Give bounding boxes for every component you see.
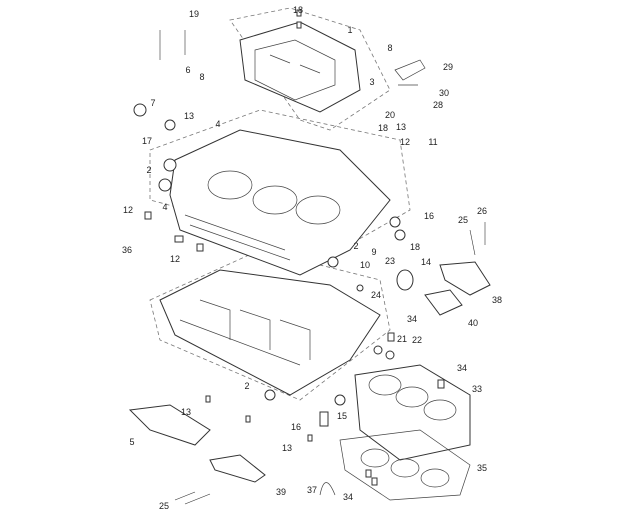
callout-labels: 19 18 1 8 6 8 3 29 30 28 7 13 20 4 18 13…: [122, 5, 502, 511]
callout: 4: [215, 119, 220, 129]
bracket-5: [128, 404, 211, 446]
callout: 24: [371, 290, 381, 300]
callout: 13: [396, 122, 406, 132]
callout: 36: [122, 245, 132, 255]
callout: 21: [397, 334, 407, 344]
callout: 29: [443, 62, 453, 72]
cylinder-block: [354, 364, 471, 461]
callout: 19: [189, 9, 199, 19]
callout: 28: [433, 100, 443, 110]
callout: 7: [150, 98, 155, 108]
lower-crankcase: [159, 269, 381, 396]
callout: 40: [468, 318, 478, 328]
callout: 16: [291, 422, 301, 432]
upper-crankcase: [169, 129, 391, 276]
callout: 13: [181, 407, 191, 417]
callout: 8: [199, 72, 204, 82]
callout: 5: [129, 437, 134, 447]
callout: 13: [184, 111, 194, 121]
callout: 1: [347, 25, 352, 35]
callout: 30: [439, 88, 449, 98]
callout: 2: [244, 381, 249, 391]
callout: 34: [343, 492, 353, 502]
callout: 11: [428, 137, 437, 147]
callout: 39: [276, 487, 286, 497]
callout: 22: [412, 335, 422, 345]
callout: 25: [159, 501, 169, 511]
callout: 2: [146, 165, 151, 175]
callout: 3: [369, 77, 374, 87]
callout: 8: [387, 43, 392, 53]
callout: 23: [385, 256, 395, 266]
callout: 35: [477, 463, 487, 473]
callout: 6: [185, 65, 190, 75]
callout: 26: [477, 206, 487, 216]
callout: 12: [400, 137, 410, 147]
callout: 20: [385, 110, 395, 120]
callout: 15: [337, 411, 347, 421]
callout: 13: [282, 443, 292, 453]
callout: 33: [472, 384, 482, 394]
callout: 34: [457, 363, 467, 373]
callout: 18: [378, 123, 388, 133]
callout: 12: [170, 254, 180, 264]
callout: 37: [307, 485, 317, 495]
crankcase-top-cover: [239, 21, 361, 113]
cylinder-gasket: [339, 429, 471, 501]
callout: 38: [492, 295, 502, 305]
callout: 12: [123, 205, 133, 215]
cover-40: [424, 289, 463, 316]
callout: 4: [162, 202, 167, 212]
callout: 16: [424, 211, 434, 221]
middle-assembly-outline: [149, 109, 411, 251]
callout: 34: [407, 314, 417, 324]
small-parts: [133, 9, 486, 505]
guide-39: [209, 454, 266, 483]
callout: 17: [142, 136, 152, 146]
callout: 18: [293, 5, 303, 15]
callout: 10: [360, 260, 370, 270]
callout: 14: [421, 257, 431, 267]
callout: 18: [410, 242, 420, 252]
callout: 9: [371, 247, 376, 257]
callout: 2: [353, 241, 358, 251]
callout: 25: [458, 215, 468, 225]
bracket-38: [439, 261, 491, 296]
